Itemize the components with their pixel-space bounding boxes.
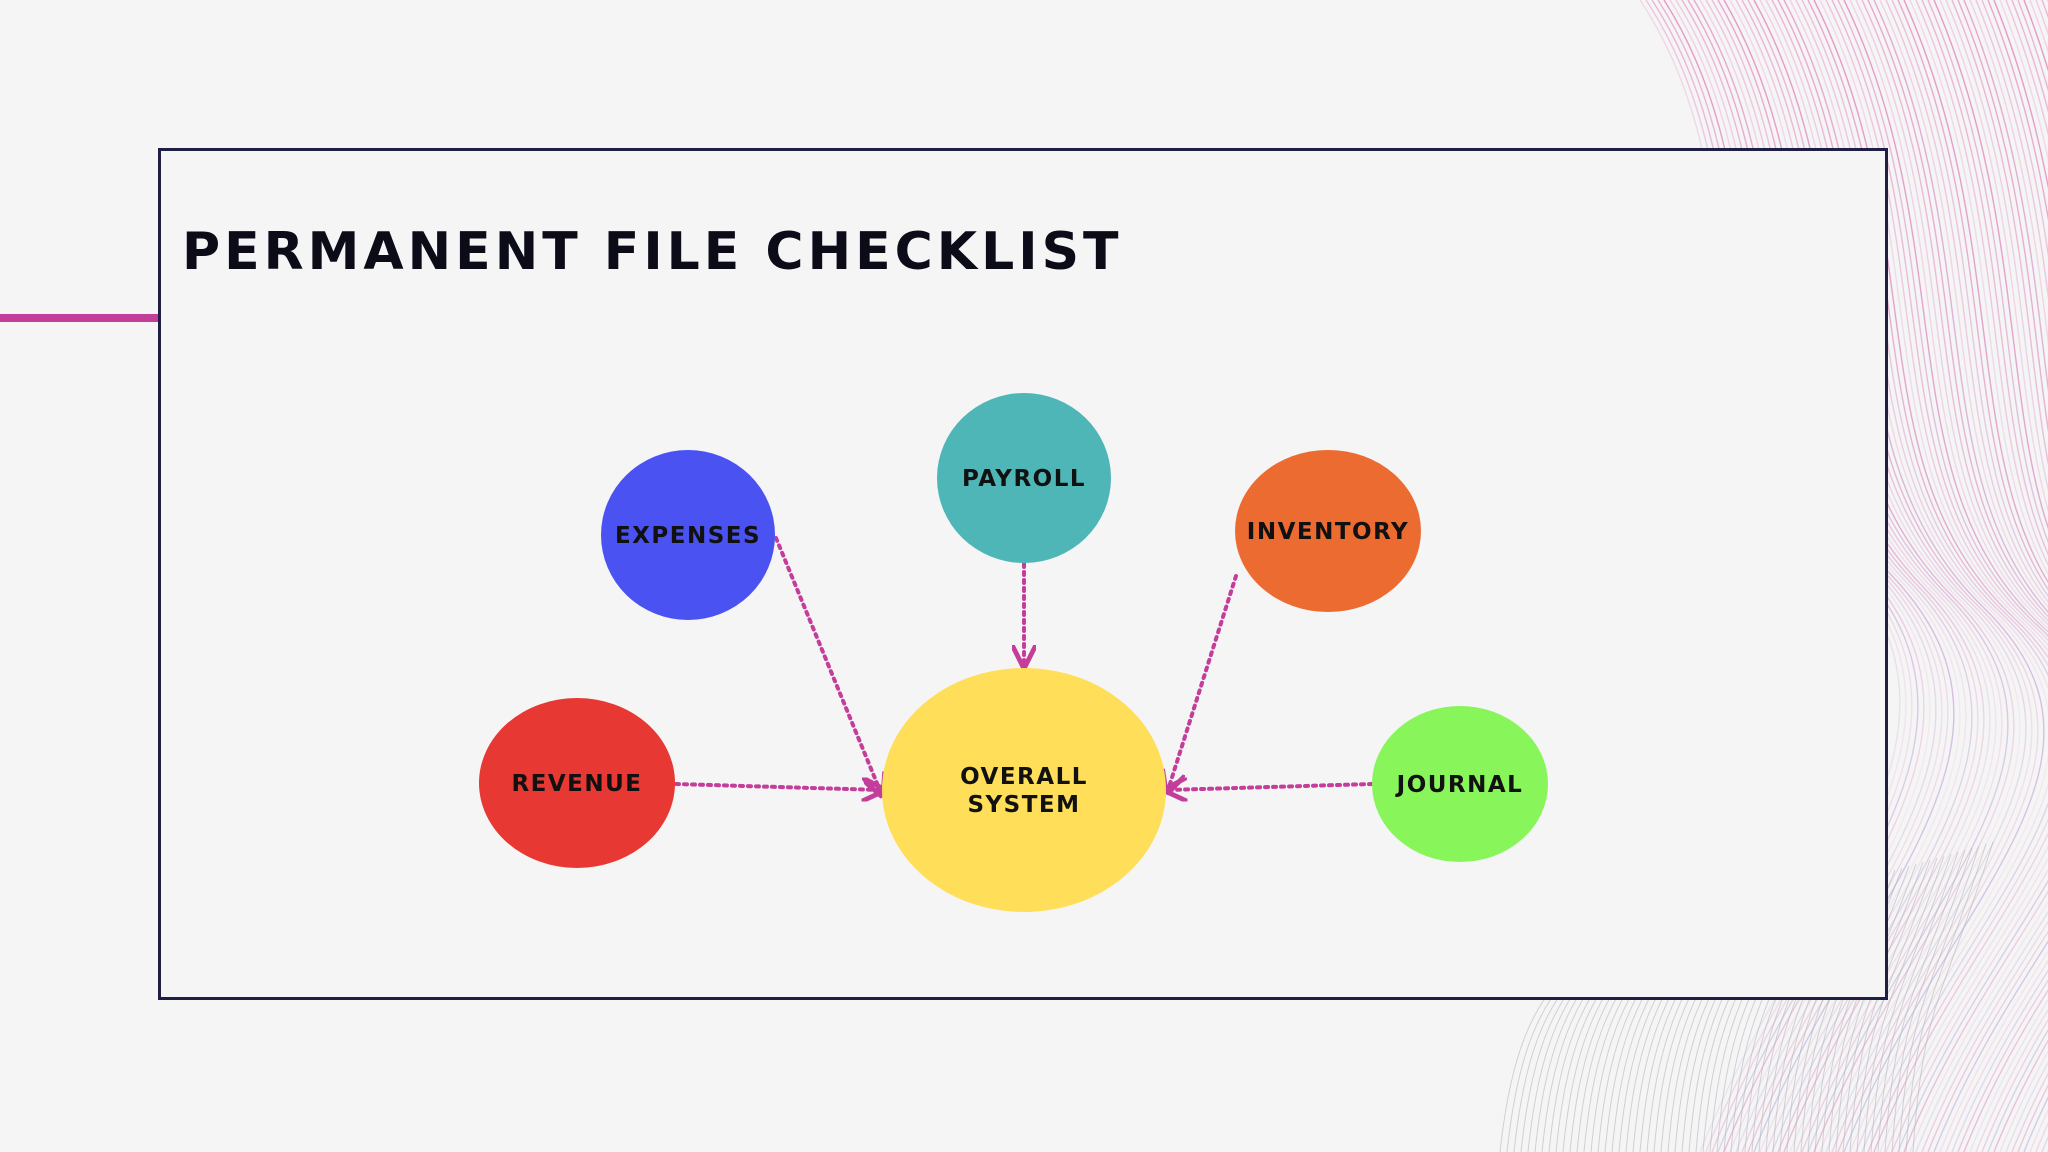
wave-line: [1856, 857, 1938, 1152]
node-inventory: INVENTORY: [1235, 450, 1421, 612]
wave-line: [1831, 0, 2048, 1152]
connector-group: [674, 536, 1374, 793]
node-payroll: PAYROLL: [937, 393, 1111, 563]
wave-line: [1903, 0, 2048, 1152]
node-shape-payroll: [937, 393, 1111, 563]
node-label-inventory: INVENTORY: [1247, 519, 1409, 545]
node-revenue: REVENUE: [479, 698, 675, 868]
node-shape-center: [882, 668, 1166, 912]
connector-arrow-revenue: [674, 784, 881, 790]
wave-line: [1975, 0, 2048, 1152]
wave-line: [1957, 0, 2048, 1152]
wave-line: [1849, 0, 2048, 1152]
wave-line: [1873, 0, 2048, 1152]
node-label-expenses: EXPENSES: [615, 523, 761, 549]
wave-line: [1825, 0, 2048, 1152]
wave-line: [1884, 849, 1966, 1152]
wave-line: [1921, 0, 2048, 1152]
wave-line: [1885, 0, 2048, 1152]
wave-line: [1828, 865, 1910, 1152]
node-shape-journal: [1372, 706, 1548, 862]
node-expenses: EXPENSES: [601, 450, 775, 620]
wave-line: [1945, 0, 2048, 1152]
wave-line: [1849, 859, 1931, 1152]
node-label-center: SYSTEM: [967, 792, 1080, 818]
wave-line: [1867, 0, 2048, 1152]
connector-arrow-inventory: [1168, 574, 1238, 790]
wave-line: [1963, 0, 2048, 1152]
wave-line: [1905, 843, 1987, 1152]
node-label-revenue: REVENUE: [511, 771, 642, 797]
wave-line: [1837, 0, 2048, 1152]
node-journal: JOURNAL: [1372, 706, 1548, 862]
wave-line: [1951, 0, 2048, 1152]
page-title: PERMANENT FILE CHECKLIST: [182, 222, 1123, 282]
wave-line: [1939, 0, 2048, 1152]
wave-line: [1835, 863, 1917, 1152]
node-shape-revenue: [479, 698, 675, 868]
node-label-center: OVERALL: [960, 764, 1088, 790]
node-label-payroll: PAYROLL: [962, 466, 1086, 492]
connector-arrow-journal: [1168, 784, 1374, 790]
wave-line: [1842, 861, 1924, 1152]
wave-line: [1927, 0, 2048, 1152]
wave-line: [1861, 0, 2048, 1152]
node-shape-expenses: [601, 450, 775, 620]
wave-line: [1863, 855, 1945, 1152]
wave-line: [1912, 841, 1994, 1152]
wave-line: [1898, 845, 1980, 1152]
wave-line: [1843, 0, 2048, 1152]
wave-line: [1897, 0, 2048, 1152]
wave-line: [1891, 0, 2048, 1152]
wave-line: [1855, 0, 2048, 1152]
wave-line: [1933, 0, 2048, 1152]
connector-arrow-expenses: [774, 536, 881, 793]
wave-line: [1877, 851, 1959, 1152]
wave-line: [1915, 0, 2048, 1152]
node-label-journal: JOURNAL: [1395, 772, 1524, 798]
wave-line: [1870, 853, 1952, 1152]
wave-line: [1879, 0, 2048, 1152]
wave-line: [1969, 0, 2048, 1152]
node-shape-inventory: [1235, 450, 1421, 612]
wave-line: [1891, 847, 1973, 1152]
wave-line: [1909, 0, 2048, 1152]
